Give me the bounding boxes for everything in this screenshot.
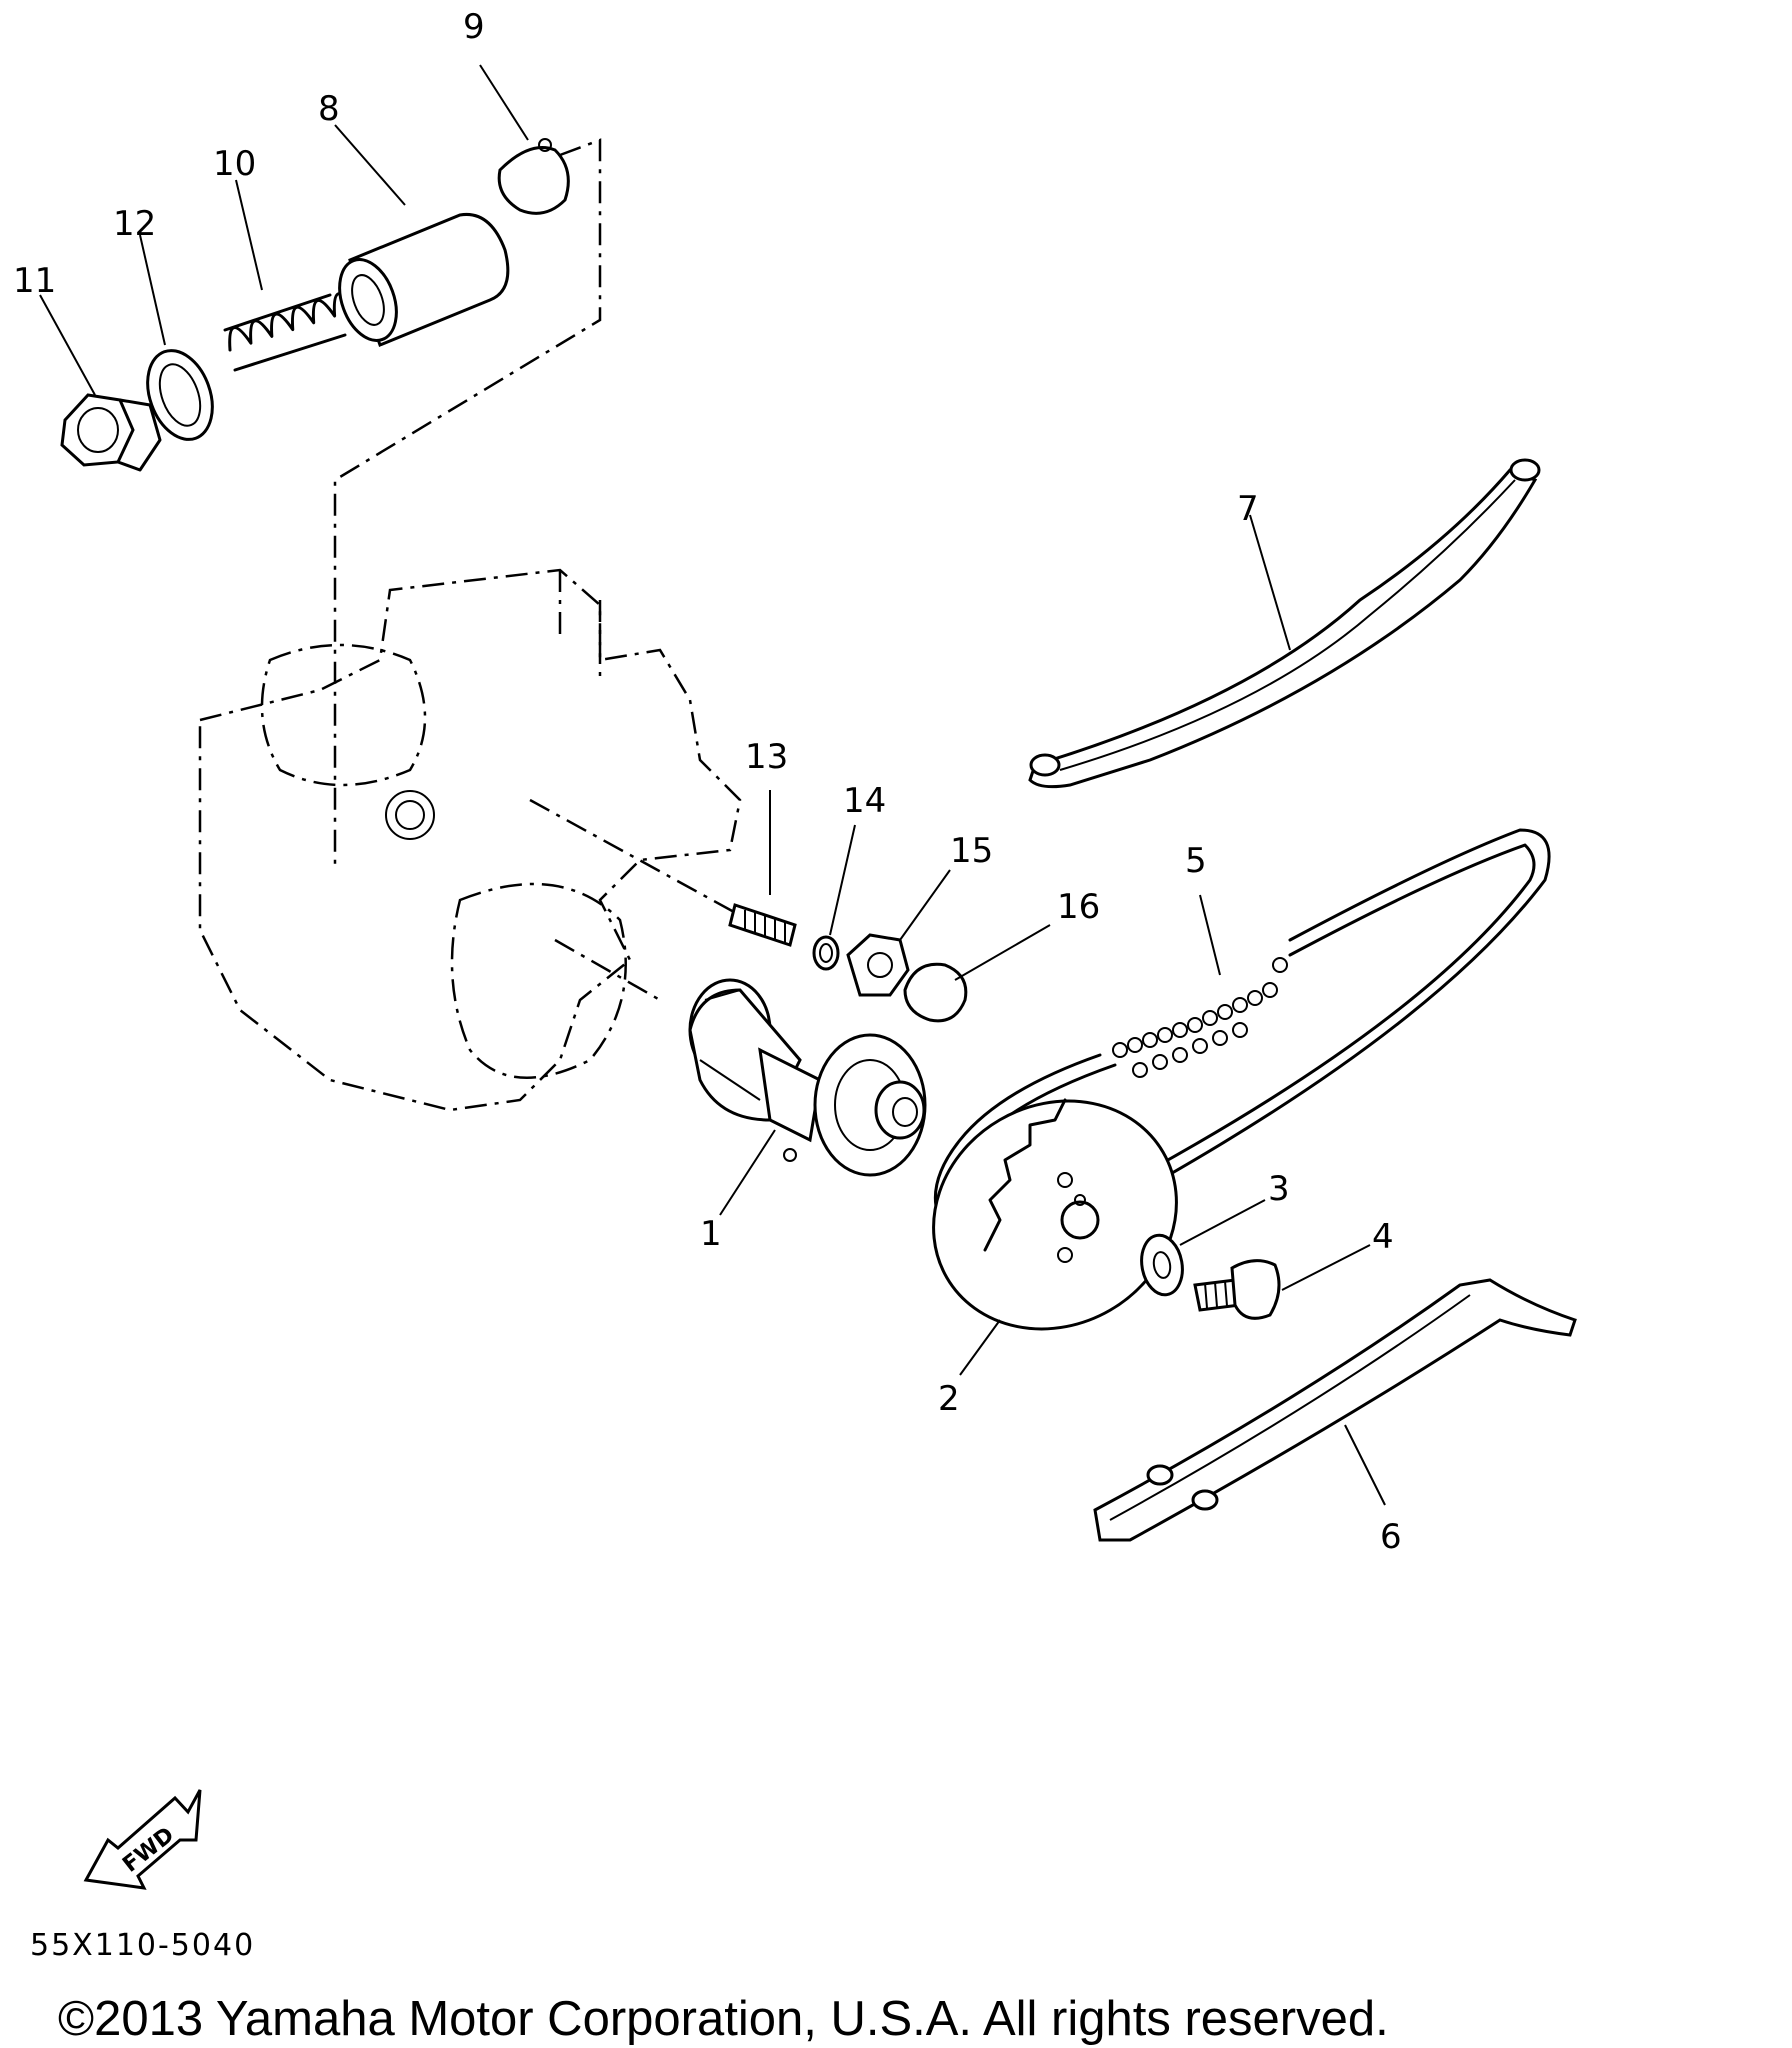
callout-13: 13 (745, 737, 788, 777)
part-9-cap (497, 138, 570, 215)
part-4-bolt (1193, 1259, 1281, 1320)
part-7-chain-guide (1028, 458, 1541, 789)
callout-5: 5 (1185, 841, 1207, 881)
part-16-cap-nut (903, 962, 968, 1023)
fwd-arrow-icon: FWD (83, 1789, 202, 1890)
callout-2: 2 (938, 1379, 960, 1419)
callout-leaders (39, 64, 1386, 1506)
callout-10: 10 (213, 144, 256, 184)
callout-16: 16 (1057, 887, 1100, 927)
part-1-camshaft (688, 978, 927, 1177)
callout-labels: 9 8 10 12 11 7 13 14 15 5 16 1 3 4 2 6 (13, 7, 1402, 1557)
callout-11: 11 (13, 261, 56, 301)
part-13-pin (728, 903, 797, 947)
callout-4: 4 (1372, 1217, 1394, 1257)
callout-12: 12 (113, 204, 156, 244)
part-6-chain-guide (1093, 1278, 1577, 1542)
engine-case-outline (198, 568, 742, 1112)
drawing-code: 55X110-5040 (30, 1928, 255, 1963)
part-2-cam-sprocket (932, 1098, 1178, 1331)
callout-8: 8 (318, 89, 340, 129)
callout-1: 1 (700, 1214, 722, 1254)
part-11-hex-bolt (60, 393, 162, 472)
copyright-notice: ©2013 Yamaha Motor Corporation, U.S.A. A… (58, 1992, 1389, 2046)
callout-7: 7 (1237, 489, 1259, 529)
part-12-gasket (146, 349, 214, 441)
part-3-washer (1140, 1233, 1184, 1297)
callout-9: 9 (463, 7, 485, 47)
callout-14: 14 (843, 781, 886, 821)
part-14-o-ring (812, 935, 840, 971)
part-15-nut (846, 933, 910, 997)
callout-6: 6 (1380, 1517, 1402, 1557)
callout-3: 3 (1268, 1169, 1290, 1209)
part-8-tensioner-rod (338, 212, 510, 347)
chain-links-detail (1112, 957, 1288, 1078)
callout-15: 15 (950, 831, 993, 871)
